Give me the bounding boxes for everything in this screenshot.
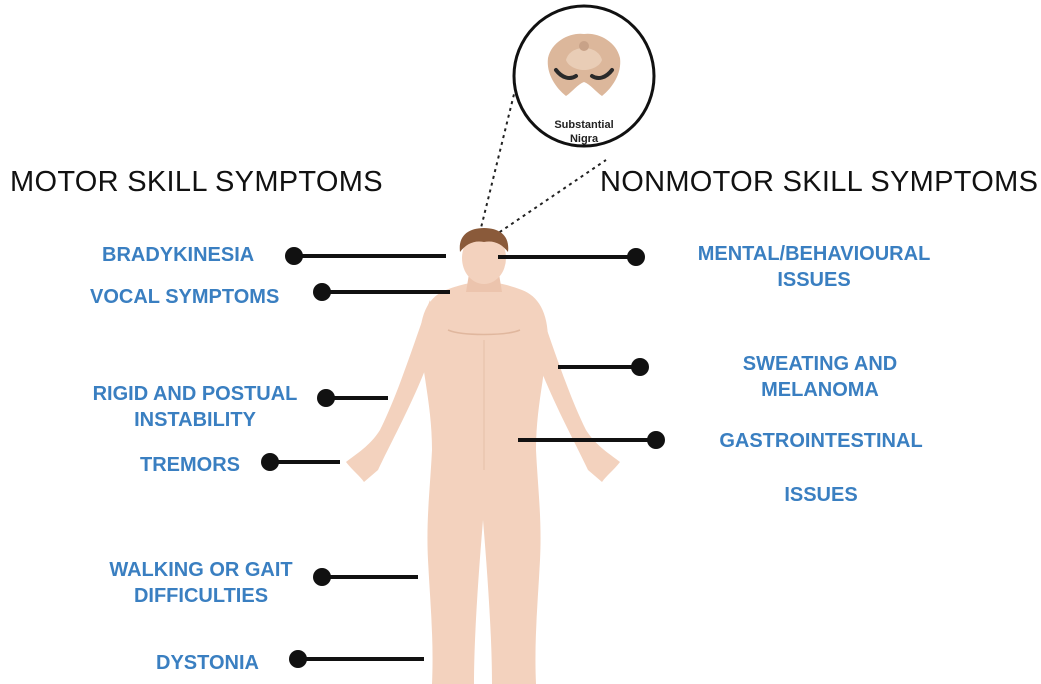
symptom-sweating-line2: MELANOMA <box>712 377 928 403</box>
motor-heading: MOTOR SKILL SYMPTOMS <box>10 166 383 199</box>
zoom-line-right <box>488 160 606 240</box>
zoom-line-left <box>478 78 518 240</box>
inset-label-line1: Substantial <box>546 118 622 132</box>
symptom-rigid-postural: RIGID AND POSTUAL INSTABILITY <box>84 381 306 433</box>
symptom-rigid-line2: INSTABILITY <box>84 407 306 433</box>
symptom-walking-line1: WALKING OR GAIT <box>98 557 304 583</box>
symptom-gastrointestinal: GASTROINTESTINAL ISSUES <box>700 428 942 508</box>
symptom-walking-gait: WALKING OR GAIT DIFFICULTIES <box>98 557 304 609</box>
symptom-gastro-line1: GASTROINTESTINAL <box>700 428 942 454</box>
symptom-vocal: VOCAL SYMPTOMS <box>90 284 279 310</box>
substantia-nigra-label: Substantial Nigra <box>546 118 622 146</box>
symptom-bradykinesia: BRADYKINESIA <box>102 242 254 268</box>
symptom-walking-line2: DIFFICULTIES <box>98 583 304 609</box>
symptom-sweating-melanoma: SWEATING AND MELANOMA <box>712 351 928 403</box>
symptom-mental-line2: ISSUES <box>680 267 948 293</box>
nonmotor-heading: NONMOTOR SKILL SYMPTOMS <box>600 166 1038 199</box>
symptom-rigid-line1: RIGID AND POSTUAL <box>84 381 306 407</box>
symptom-mental-behavioural: MENTAL/BEHAVIOURAL ISSUES <box>680 241 948 293</box>
symptom-tremors: TREMORS <box>140 452 240 478</box>
symptom-dystonia: DYSTONIA <box>156 650 259 676</box>
symptom-mental-line1: MENTAL/BEHAVIOURAL <box>680 241 948 267</box>
symptom-sweating-line1: SWEATING AND <box>712 351 928 377</box>
inset-label-line2: Nigra <box>546 132 622 146</box>
human-body-figure <box>346 228 620 684</box>
symptom-gastro-line2: ISSUES <box>700 482 942 508</box>
gastro-spacer <box>700 454 942 482</box>
